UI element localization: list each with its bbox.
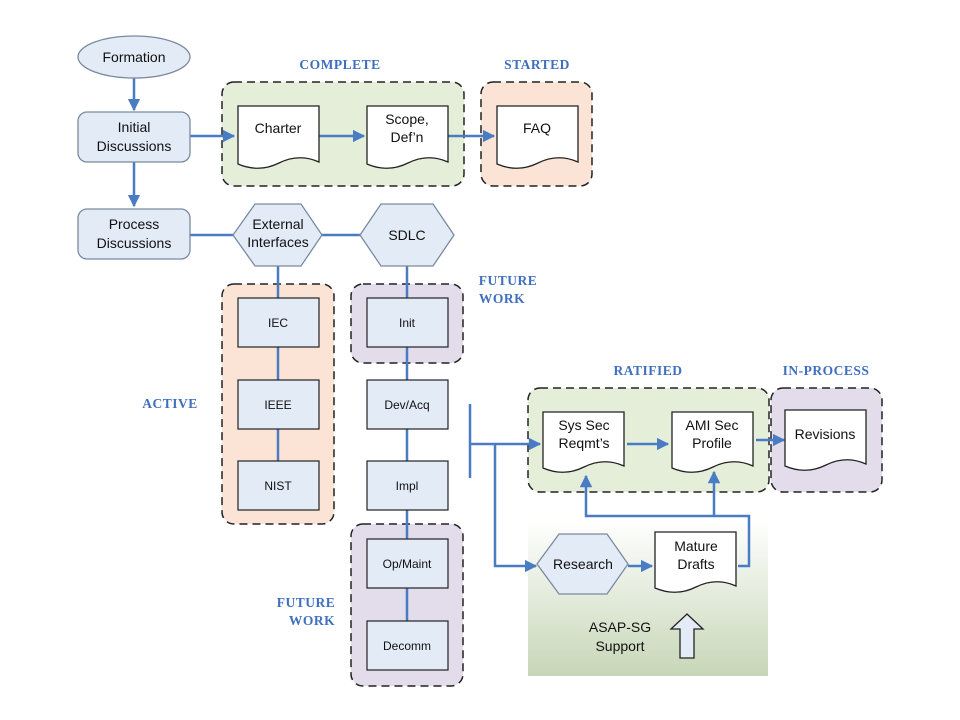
ami-sec-profile-label-line1: AMI Sec bbox=[686, 417, 739, 433]
initial-discussions-node[interactable] bbox=[77, 111, 191, 163]
scope-defn-label-line2: Def’n bbox=[391, 129, 424, 145]
sys-sec-reqmts-document[interactable] bbox=[542, 411, 625, 473]
init-label: Init bbox=[399, 316, 416, 330]
process-discussions-node[interactable] bbox=[77, 208, 191, 260]
external-interfaces-label-line2: Interfaces bbox=[247, 234, 308, 250]
external-interfaces-hexagon[interactable] bbox=[232, 203, 323, 267]
process-discussions-label-line2: Discussions bbox=[97, 235, 172, 251]
nist-label: NIST bbox=[264, 479, 292, 493]
status-complete: COMPLETE bbox=[299, 57, 380, 72]
sys-sec-reqmts-label-line1: Sys Sec bbox=[558, 417, 609, 433]
charter-document[interactable] bbox=[237, 105, 320, 169]
research-hexagon[interactable] bbox=[536, 533, 629, 595]
op-maint-label: Op/Maint bbox=[383, 557, 432, 571]
charter-label: Charter bbox=[255, 120, 302, 136]
ami-sec-profile-label-line2: Profile bbox=[692, 435, 732, 451]
status-future-work-top-line2: WORK bbox=[479, 291, 525, 306]
external-interfaces-label-line1: External bbox=[252, 216, 303, 232]
decomm-node[interactable] bbox=[366, 620, 449, 671]
iec-node[interactable] bbox=[237, 297, 320, 348]
iec-label: IEC bbox=[268, 316, 288, 330]
connectors bbox=[127, 78, 786, 621]
status-started: STARTED bbox=[504, 57, 570, 72]
initial-discussions-label-line1: Initial bbox=[118, 119, 151, 135]
revisions-document[interactable] bbox=[784, 409, 867, 471]
asap-sg-support-label-line2: Support bbox=[595, 638, 644, 654]
dev-acq-node[interactable] bbox=[366, 379, 449, 430]
process-discussions-label-line1: Process bbox=[109, 216, 160, 232]
formation-node[interactable] bbox=[77, 35, 191, 79]
mature-drafts-document[interactable] bbox=[654, 531, 737, 593]
mature-drafts-label-line2: Drafts bbox=[677, 556, 714, 572]
sdlc-hexagon[interactable] bbox=[359, 203, 455, 267]
nist-node[interactable] bbox=[237, 460, 320, 511]
up-arrow-icon bbox=[669, 613, 705, 659]
sys-sec-reqmts-label-line2: Reqmt’s bbox=[558, 435, 609, 451]
mature-drafts-label-line1: Mature bbox=[674, 538, 718, 554]
ieee-label: IEEE bbox=[264, 398, 291, 412]
status-future-work-top-line1: FUTURE bbox=[479, 273, 538, 288]
status-future-work-bottom-line2: WORK bbox=[289, 613, 335, 628]
ami-sec-profile-document[interactable] bbox=[671, 411, 754, 473]
status-ratified: RATIFIED bbox=[613, 363, 682, 378]
decomm-label: Decomm bbox=[383, 639, 431, 653]
sdlc-label: SDLC bbox=[388, 227, 425, 243]
scope-defn-document[interactable] bbox=[366, 105, 449, 169]
status-active: ACTIVE bbox=[142, 396, 198, 411]
status-in-process: IN-PROCESS bbox=[783, 363, 870, 378]
research-label: Research bbox=[553, 556, 613, 572]
impl-label: Impl bbox=[396, 479, 419, 493]
dev-acq-label: Dev/Acq bbox=[384, 398, 429, 412]
ieee-node[interactable] bbox=[237, 379, 320, 430]
asap-sg-support-label-line1: ASAP-SG bbox=[589, 619, 651, 635]
revisions-label: Revisions bbox=[795, 426, 856, 442]
init-node[interactable] bbox=[366, 297, 449, 348]
initial-discussions-label-line2: Discussions bbox=[97, 138, 172, 154]
faq-label: FAQ bbox=[523, 120, 551, 136]
formation-label: Formation bbox=[102, 49, 165, 65]
op-maint-node[interactable] bbox=[366, 538, 449, 589]
impl-node[interactable] bbox=[366, 460, 449, 511]
faq-document[interactable] bbox=[496, 105, 579, 169]
status-future-work-bottom-line1: FUTURE bbox=[277, 595, 336, 610]
scope-defn-label-line1: Scope, bbox=[385, 111, 429, 127]
